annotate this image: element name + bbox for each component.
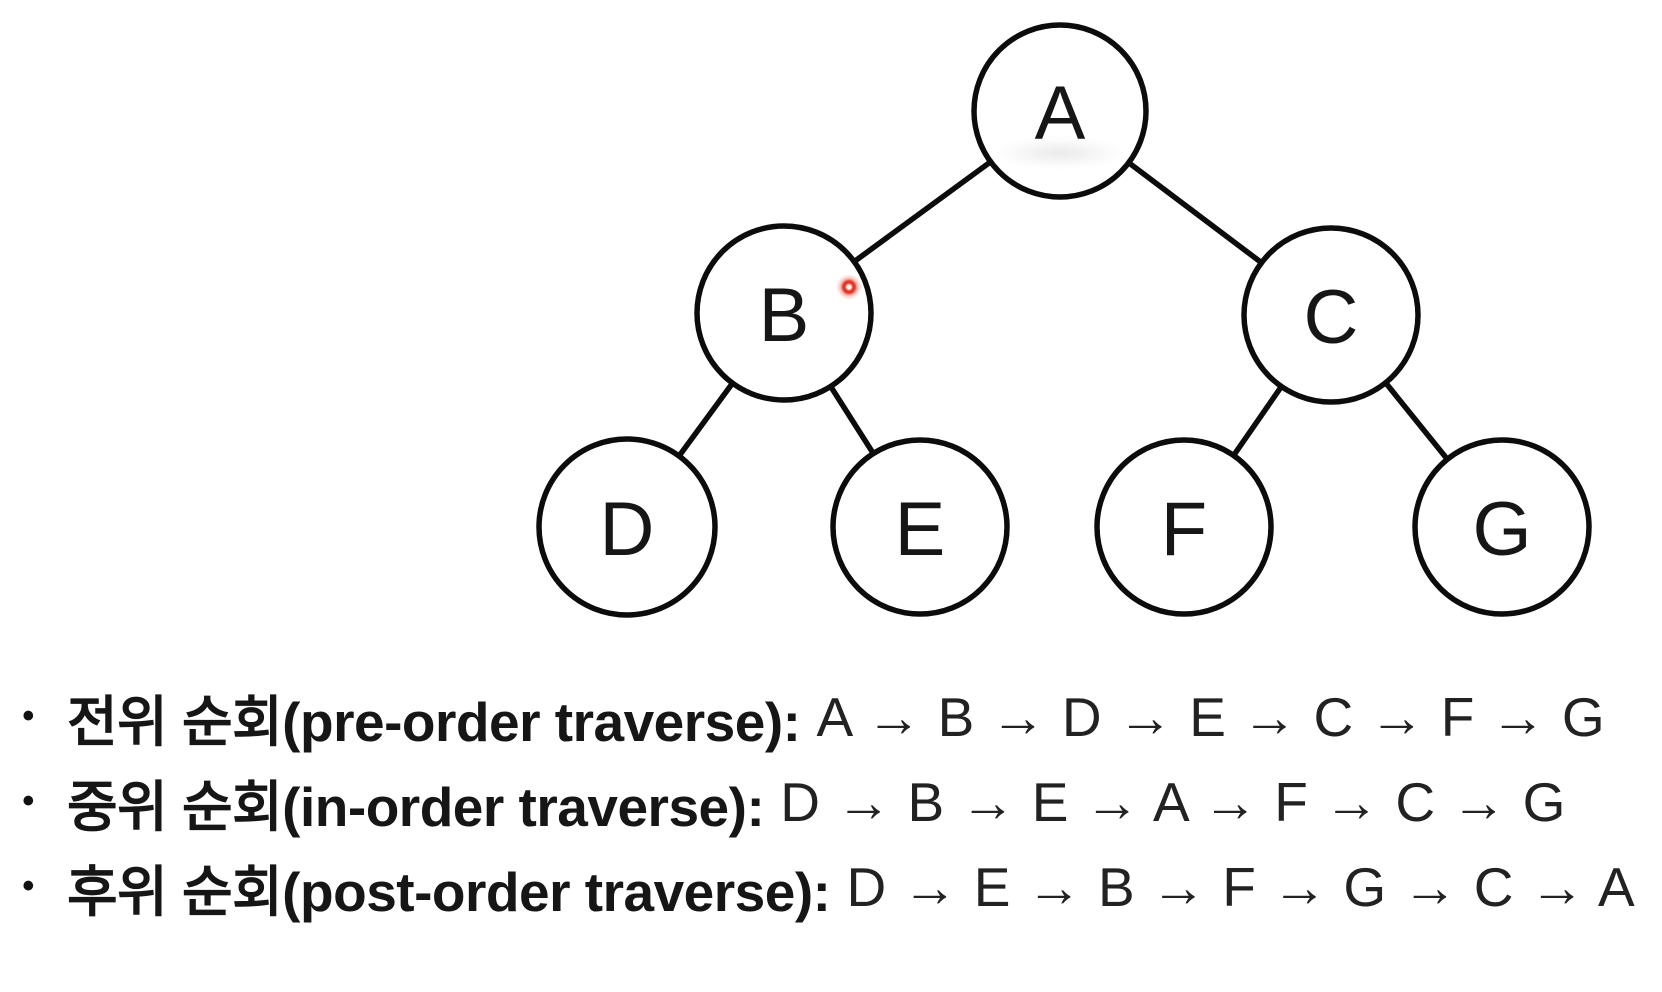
tree-node-label: C: [1304, 275, 1359, 360]
bullet-icon: •: [22, 694, 35, 736]
tree-node-a: A: [971, 22, 1149, 200]
tree-node-b: B: [694, 223, 874, 403]
traversal-item-postorder: • 후위 순회(post-order traverse): D → E → B …: [0, 844, 1640, 929]
tree-node-label: E: [895, 487, 946, 572]
tree-node-e: E: [830, 437, 1010, 617]
tree-node-label: A: [1035, 71, 1086, 156]
binary-tree-diagram: A B C D E F G: [536, 22, 1592, 618]
traversal-label-inorder: 중위 순회(in-order traverse):: [67, 775, 765, 838]
traversal-sequence-inorder: D → B → E → A → F → C → G: [780, 770, 1566, 833]
traversal-item-inorder: • 중위 순회(in-order traverse): D → B → E → …: [0, 759, 1640, 844]
traversal-sequence-postorder: D → E → B → F → G → C → A: [846, 855, 1636, 918]
tree-node-c: C: [1241, 225, 1421, 405]
traversal-label-postorder: 후위 순회(post-order traverse):: [67, 860, 831, 923]
tree-node-circle: [536, 436, 718, 618]
tree-node-circle: [1094, 437, 1274, 617]
bullet-icon: •: [22, 779, 35, 821]
tree-node-circle: [1412, 437, 1592, 617]
tree-node-circle: [971, 22, 1149, 200]
tree-node-label: F: [1161, 487, 1207, 572]
tree-node-f: F: [1094, 437, 1274, 617]
tree-node-label: B: [759, 273, 810, 358]
tree-node-circle: [1241, 225, 1421, 405]
tree-node-label: G: [1472, 487, 1531, 572]
tree-node-g: G: [1412, 437, 1592, 617]
traversal-sequence-preorder: A → B → D → E → C → F → G: [816, 685, 1606, 748]
bullet-icon: •: [22, 864, 35, 906]
traversal-label-preorder: 전위 순회(pre-order traverse):: [67, 690, 801, 753]
traversal-list: • 전위 순회(pre-order traverse): A → B → D →…: [0, 674, 1640, 929]
traversal-item-preorder: • 전위 순회(pre-order traverse): A → B → D →…: [0, 674, 1640, 759]
tree-node-circle: [830, 437, 1010, 617]
tree-node-circle: [694, 223, 874, 403]
tree-node-d: D: [536, 436, 718, 618]
tree-node-label: D: [600, 487, 655, 572]
